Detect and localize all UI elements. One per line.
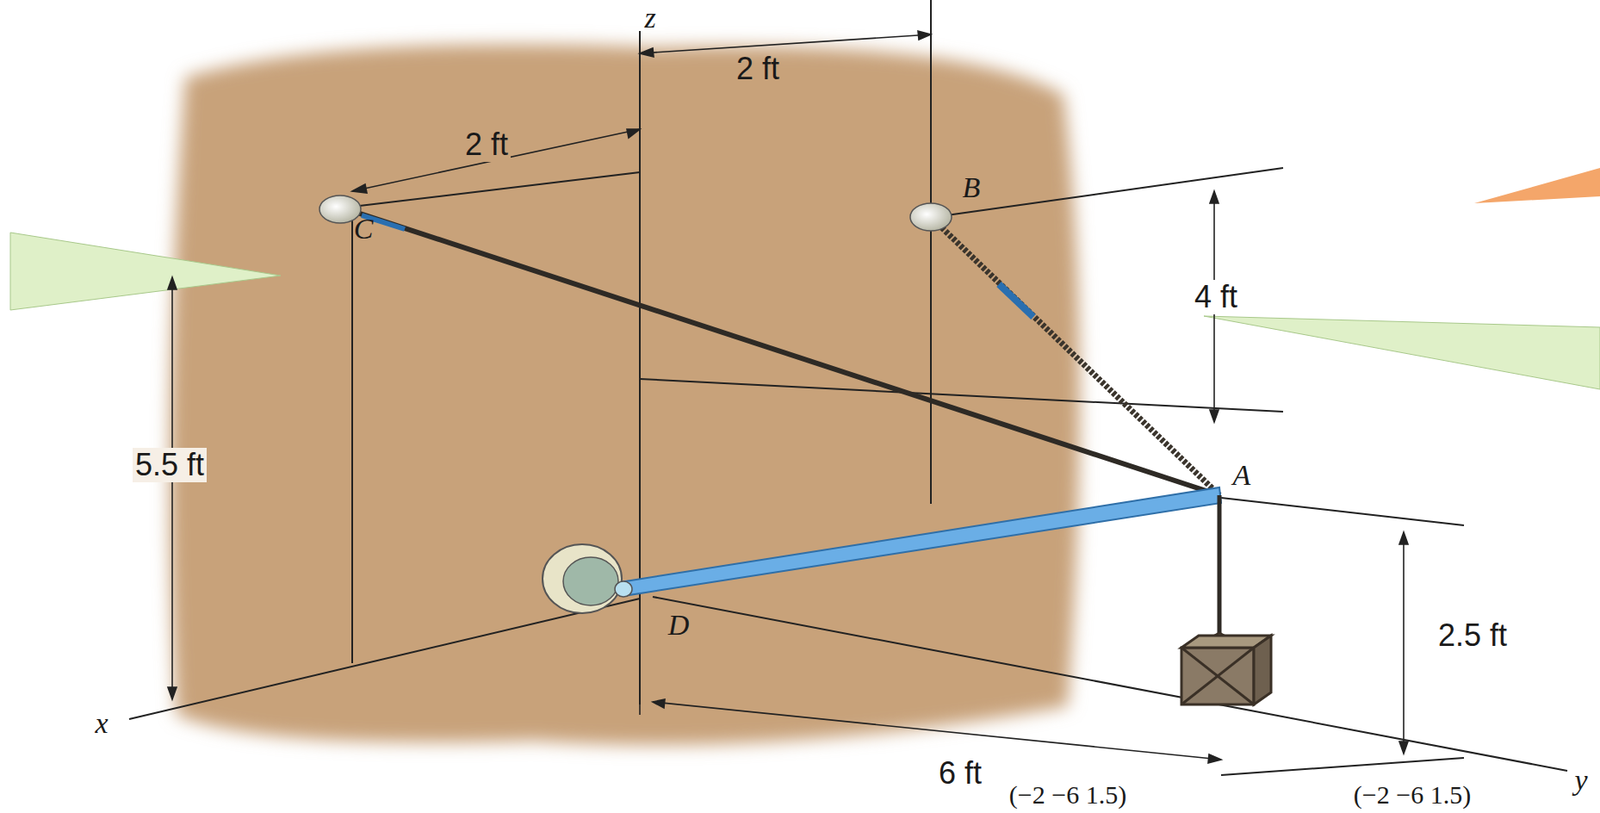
- dimension: 5.5 ft: [132, 447, 207, 483]
- point-label: C: [351, 212, 377, 245]
- axis-label: z: [641, 1, 658, 34]
- point-label: D: [665, 608, 693, 641]
- equation-fragment: (−2 −6 1.5): [1006, 780, 1129, 809]
- dimension: 2 ft: [462, 127, 511, 162]
- point-label: B: [960, 171, 984, 204]
- axis-label: y: [1571, 763, 1590, 796]
- dimension: 2 ft: [733, 51, 782, 87]
- point-label: A: [1230, 458, 1254, 491]
- axis-label: x: [92, 706, 111, 739]
- equation-fragment: (−2 −6 1.5): [1351, 780, 1474, 809]
- dimension: 4 ft: [1191, 279, 1241, 315]
- dimension: 6 ft: [936, 756, 985, 791]
- dimension: 2.5 ft: [1435, 618, 1510, 653]
